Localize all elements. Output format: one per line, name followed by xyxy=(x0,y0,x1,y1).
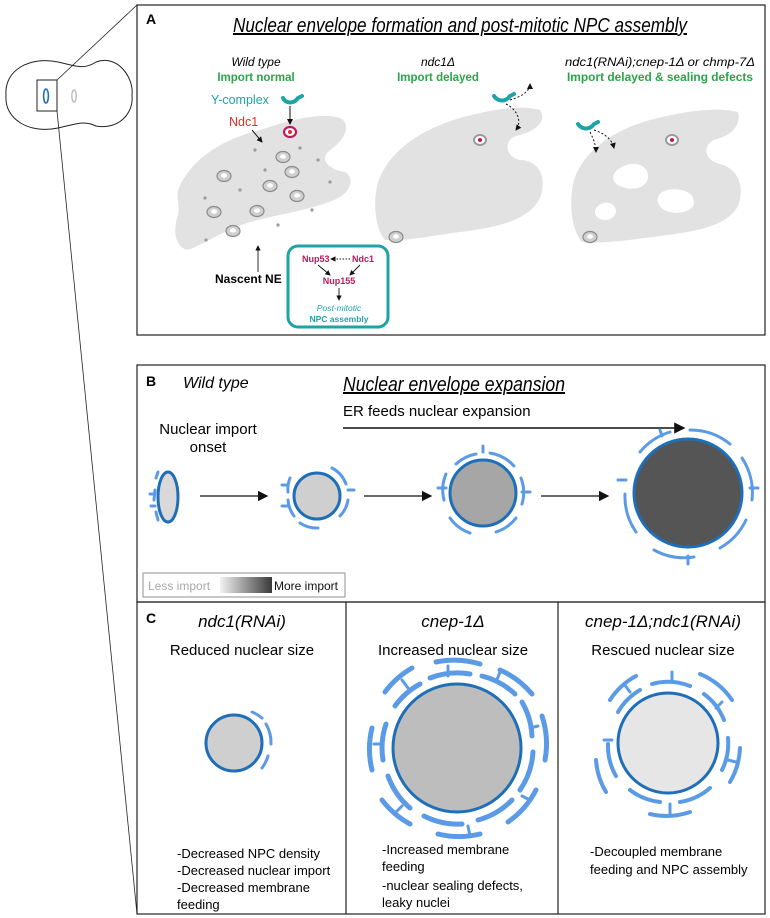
combo-status: Import delayed & sealing defects xyxy=(567,72,753,84)
stage-2-nucleus-group xyxy=(280,466,356,530)
stage-1-nucleus-group xyxy=(148,470,180,524)
col2-note-4: leaky nuclei xyxy=(382,895,450,910)
panel-b: B Wild type Nuclear envelope expansion E… xyxy=(136,364,766,603)
inset-frame xyxy=(286,244,390,329)
inset-line2: NPC assembly xyxy=(309,314,368,324)
col3-subtitle: Rescued nuclear size xyxy=(591,642,734,659)
ndc1-ne-sheet xyxy=(375,107,543,241)
legend-gradient xyxy=(220,577,272,593)
ycomplex-icon-ndc1 xyxy=(492,92,516,103)
ndc1-dotted-arrow-2 xyxy=(509,83,533,101)
ycomplex-icon-wt xyxy=(281,94,304,105)
import-onset-line2: onset xyxy=(190,439,228,456)
inset-nup53-to-nup155 xyxy=(317,264,331,276)
inset-nup53: Nup53 xyxy=(302,254,330,264)
combo-dotted-arrow xyxy=(589,131,599,153)
zoom-line-bottom xyxy=(56,110,138,915)
col2-nucleus xyxy=(391,682,523,814)
ndc1-npc xyxy=(388,230,404,244)
panel-c: C ndc1(RNAi) Reduced nuclear size -Decre… xyxy=(136,601,766,915)
stage-2-nucleus xyxy=(292,471,342,521)
wildtype-status: Import normal xyxy=(217,72,294,84)
col2-name: cnep-1Δ xyxy=(421,612,484,631)
nucleus-zoomed xyxy=(42,88,50,104)
nucleus-other xyxy=(71,89,77,103)
panel-c-letter: C xyxy=(146,610,156,626)
panel-a-letter: A xyxy=(146,11,156,27)
embryo-schematic xyxy=(5,4,138,915)
ndc1-pointer xyxy=(251,129,263,143)
inset-nup155: Nup155 xyxy=(323,276,356,286)
npc-assembling-ndc1 xyxy=(473,134,487,146)
nascent-ne-label: Nascent NE xyxy=(215,272,282,286)
combo-name: ndc1(RNAi);cnep-1Δ or chmp-7Δ xyxy=(565,55,755,69)
col3-nucleus-group xyxy=(594,670,742,818)
ndc1-name: ndc1Δ xyxy=(421,55,455,69)
panel-b-wildtype: Wild type xyxy=(183,375,249,392)
combo-npc xyxy=(582,230,598,244)
import-legend: Less import More import xyxy=(142,572,346,598)
col1-note-4: feeding xyxy=(177,897,220,912)
inset-ndc1: Ndc1 xyxy=(352,254,374,264)
col1-name: ndc1(RNAi) xyxy=(198,612,286,631)
col3-nucleus xyxy=(616,691,720,795)
ycomplex-icon-combo xyxy=(576,120,600,131)
stage-4-nucleus-group xyxy=(616,428,760,566)
stage-3-nucleus-group xyxy=(436,444,532,535)
stage-3-nucleus xyxy=(448,458,518,528)
npc-assembly-inset: Nup53 Ndc1 Nup155 Post-mitotic NPC assem… xyxy=(286,244,390,329)
panel-b-title: Nuclear envelope expansion xyxy=(343,374,565,396)
import-onset-line1: Nuclear import xyxy=(159,421,257,438)
zoom-line-top xyxy=(56,4,138,81)
zoom-box xyxy=(36,79,58,112)
ndc1-status: Import delayed xyxy=(397,72,479,84)
ndc1-dotted-arrow xyxy=(505,103,522,131)
col3-name: cnep-1Δ;ndc1(RNAi) xyxy=(585,612,741,631)
panel-a: A Nuclear envelope formation and post-mi… xyxy=(136,4,766,336)
npc-assembling-combo xyxy=(665,134,679,146)
legend-more: More import xyxy=(274,579,339,593)
col2-subtitle: Increased nuclear size xyxy=(378,642,528,659)
ycomplex-label: Y-complex xyxy=(211,93,270,107)
combo-ne-sheet xyxy=(571,109,741,243)
col2-note-2: feeding xyxy=(382,859,425,874)
col1-note-1: -Decreased NPC density xyxy=(177,846,321,861)
col1-note-2: -Decreased nuclear import xyxy=(177,863,331,878)
panel-a-frame xyxy=(136,4,766,336)
ndc1-label: Ndc1 xyxy=(229,115,258,129)
npc-assembling-wt xyxy=(282,125,298,139)
embryo-outline xyxy=(5,59,133,130)
wildtype-ndc1-dots xyxy=(203,146,332,242)
legend-less: Less import xyxy=(148,579,211,593)
stage-4-nucleus xyxy=(632,437,744,549)
col2-nucleus-group xyxy=(366,657,549,840)
col1-subtitle: Reduced nuclear size xyxy=(170,642,314,659)
col3-note-1: -Decoupled membrane xyxy=(590,844,722,859)
wildtype-ne-sheet xyxy=(175,115,351,250)
col2-note-1: -Increased membrane xyxy=(382,842,509,857)
inset-line1: Post-mitotic xyxy=(317,303,362,313)
panel-c-frame xyxy=(136,601,766,915)
col1-note-3: -Decreased membrane xyxy=(177,880,310,895)
col3-note-2: feeding and NPC assembly xyxy=(590,862,748,877)
col2-note-3: -nuclear sealing defects, xyxy=(382,878,523,893)
col1-nucleus xyxy=(204,713,264,773)
col1-nucleus-group xyxy=(204,710,273,773)
inset-ndc1-to-nup155 xyxy=(349,264,361,276)
panel-b-letter: B xyxy=(146,373,156,389)
panel-a-title: Nuclear envelope formation and post-mito… xyxy=(233,15,688,37)
er-feeds-label: ER feeds nuclear expansion xyxy=(343,403,531,420)
wildtype-name: Wild type xyxy=(231,55,281,69)
stage-1-nucleus xyxy=(156,470,180,524)
